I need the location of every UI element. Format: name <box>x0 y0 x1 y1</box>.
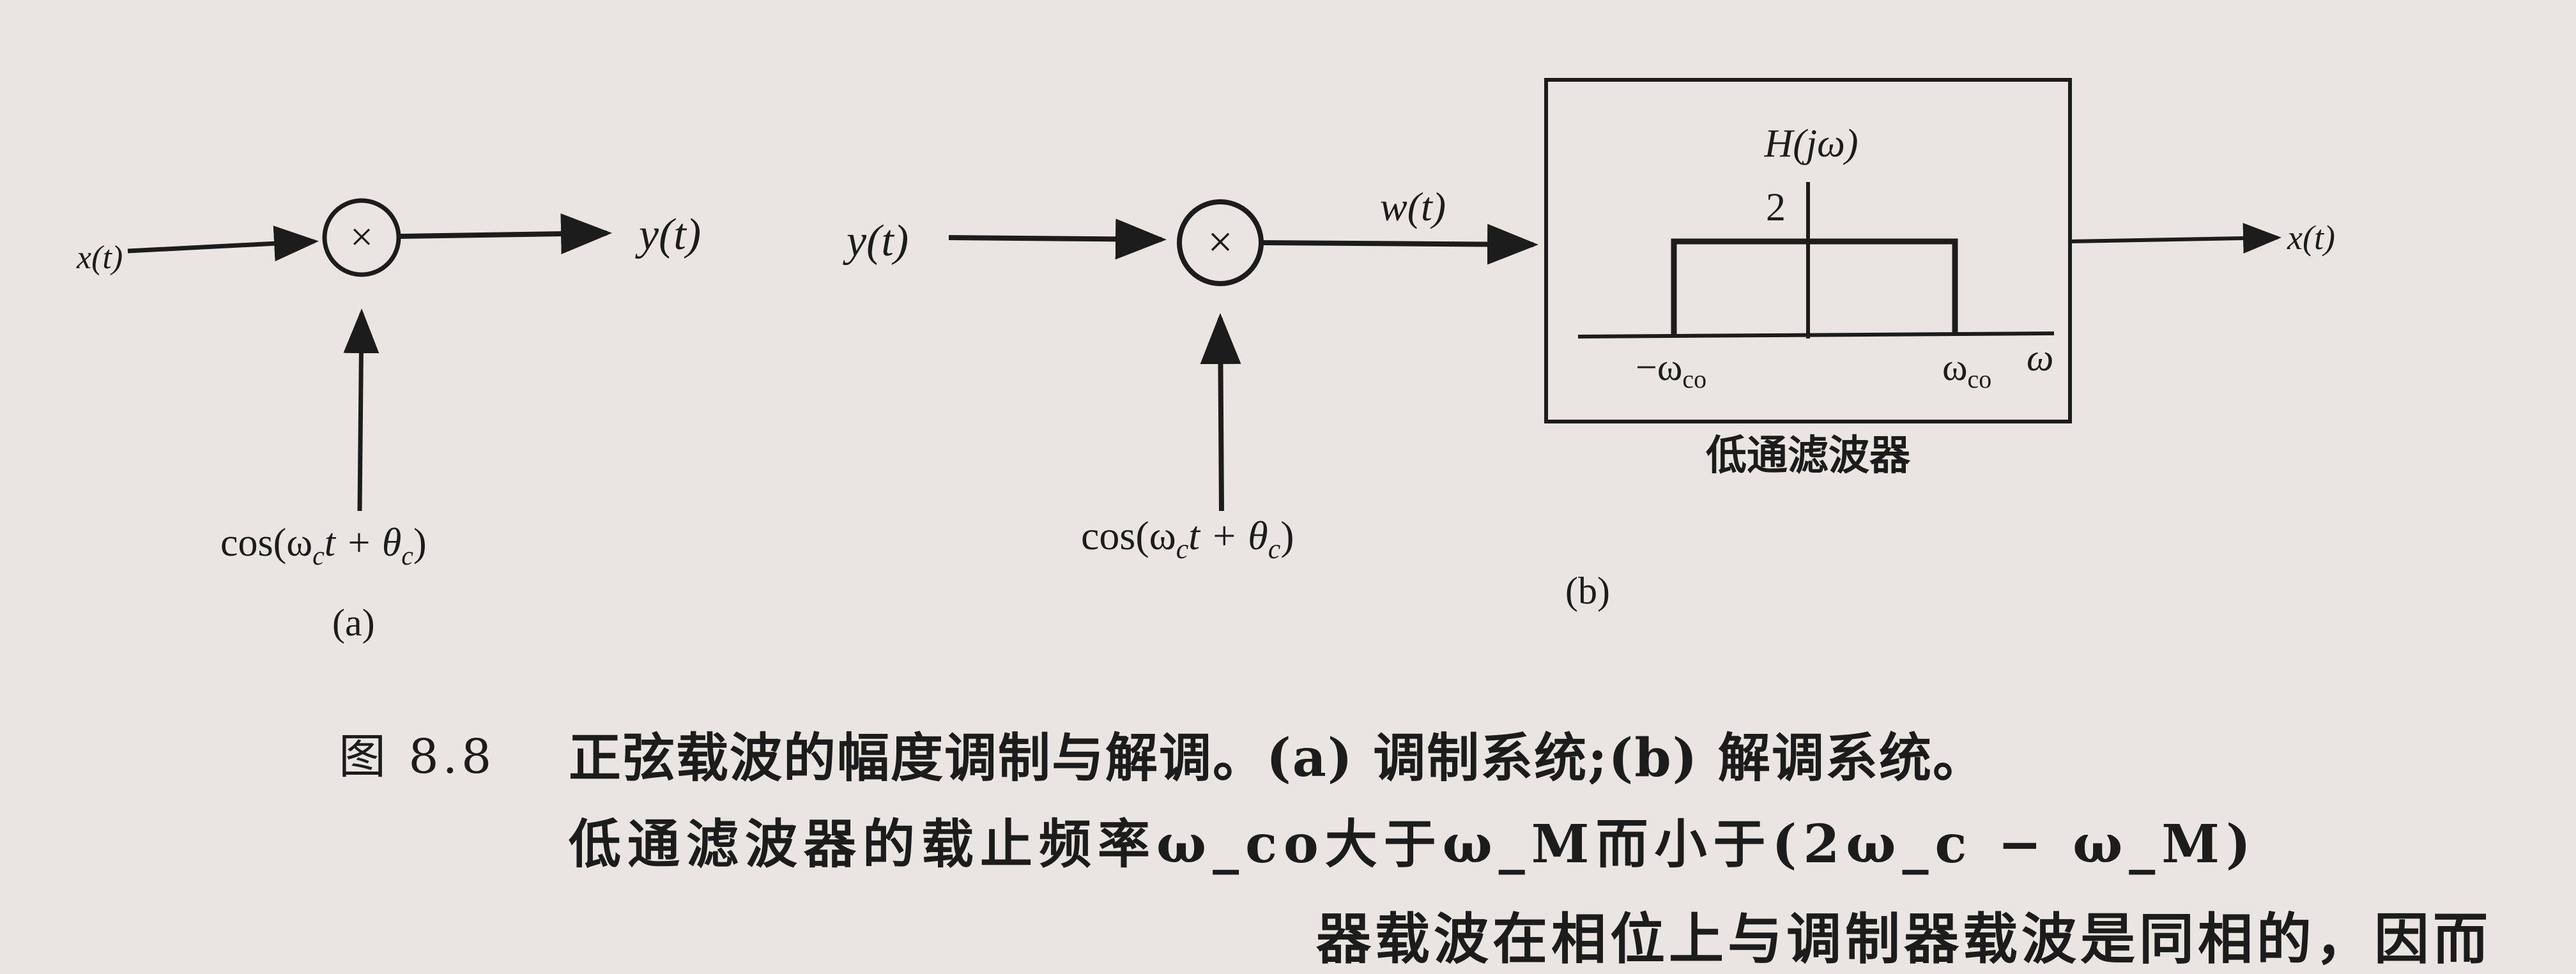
pos-cutoff-label: ωco <box>1942 346 1991 393</box>
input-arrow-b <box>948 218 1167 260</box>
multiplier-symbol: × <box>350 214 373 259</box>
filter-response-title: H(jω) <box>1763 122 1858 165</box>
diagram-a: x(t) × y(t) cos(ωct + θc) (a) <box>76 198 701 644</box>
carrier-arrow <box>343 308 379 512</box>
carrier-arrow-b <box>1200 313 1241 512</box>
frequency-horizontal-axis <box>1577 331 2055 339</box>
output-x-label: x(t) <box>2287 218 2335 257</box>
carrier-label: cos(ωct + θc) <box>220 521 427 571</box>
neg-cutoff-label: −ωco <box>1636 346 1706 393</box>
input-y-label: y(t) <box>843 217 908 266</box>
omega-axis-label: ω <box>2027 337 2053 379</box>
multiplier-node <box>322 198 401 277</box>
multiplier-node-b <box>1177 199 1264 286</box>
mid-arrow <box>1262 224 1538 265</box>
input-arrow <box>127 225 319 262</box>
filter-name-label: 低通滤波器 <box>1706 433 1911 478</box>
low-pass-filter-box <box>1544 78 2072 423</box>
filter-gain-label: 2 <box>1766 186 1786 229</box>
caption-line-1: 正弦载波的幅度调制与解调。(a) 调制系统;(b) 解调系统。 <box>569 727 1987 789</box>
diagram-b-label: (b) <box>1565 570 1610 612</box>
multiplier-symbol-b: × <box>1208 218 1232 267</box>
diagram-a-label: (a) <box>332 602 375 644</box>
passband-rectangle <box>1671 238 1958 337</box>
figure-number: 图 8.8 <box>339 729 496 784</box>
output-y-label: y(t) <box>635 210 701 259</box>
w-signal-label: w(t) <box>1380 184 1446 229</box>
input-x-label: x(t) <box>76 240 123 276</box>
caption-line-2: 低通滤波器的载止频率ω_co大于ω_M而小于(2ω_c − ω_M) <box>569 814 2257 875</box>
diagram-b: y(t) × w(t) cos(ωct + θc) H(jω) 2 −ωco ω… <box>843 78 2335 612</box>
caption-line-3-partial: 器载波在相位上与调制器载波是同相的，因而 <box>1316 907 2492 971</box>
output-arrow <box>399 213 612 255</box>
carrier-label-b: cos(ωct + θc) <box>1081 513 1294 565</box>
output-arrow-b <box>2069 223 2281 254</box>
